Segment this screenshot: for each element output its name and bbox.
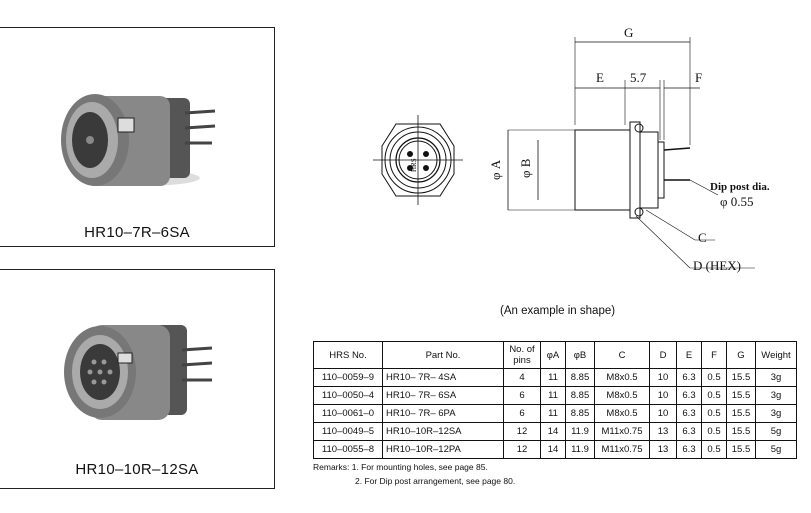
col-header: Part No. bbox=[382, 341, 504, 369]
col-header: G bbox=[726, 341, 756, 369]
table-cell: 8.85 bbox=[565, 368, 595, 387]
dim-a-label: φ A bbox=[488, 159, 503, 180]
table-cell: 110–0061–0 bbox=[313, 404, 383, 423]
table-cell: 0.5 bbox=[701, 422, 727, 441]
table-cell: M8x0.5 bbox=[594, 368, 650, 387]
front-face-mark: HRS bbox=[410, 158, 418, 172]
table-cell: 110–0059–9 bbox=[313, 368, 383, 387]
col-header: F bbox=[701, 341, 727, 369]
table-cell: M8x0.5 bbox=[594, 404, 650, 423]
col-header: No. of pins bbox=[503, 341, 541, 369]
table-cell: HR10– 7R– 6SA bbox=[382, 386, 504, 405]
table-cell: 6.3 bbox=[676, 404, 702, 423]
table-cell: 8.85 bbox=[565, 386, 595, 405]
dim-57-label: 5.7 bbox=[630, 70, 647, 85]
side-view bbox=[574, 121, 691, 219]
dim-c-label: C bbox=[698, 230, 707, 245]
table-cell: 110–0055–8 bbox=[313, 440, 383, 459]
table-cell: 13 bbox=[649, 422, 677, 441]
table-cell: 11 bbox=[540, 404, 566, 423]
table-cell: 4 bbox=[503, 368, 541, 387]
dim-d-label: D (HEX) bbox=[693, 258, 741, 273]
table-cell: 0.5 bbox=[701, 368, 727, 387]
table-cell: HR10–10R–12PA bbox=[382, 440, 504, 459]
table-cell: 10 bbox=[649, 386, 677, 405]
table-cell: 0.5 bbox=[701, 386, 727, 405]
table-cell: 10 bbox=[649, 404, 677, 423]
table-cell: 12 bbox=[503, 422, 541, 441]
table-cell: 13 bbox=[649, 440, 677, 459]
dim-e-label: E bbox=[596, 70, 604, 85]
col-header: D bbox=[649, 341, 677, 369]
table-cell: 11 bbox=[540, 386, 566, 405]
spec-table: HRS No. Part No. No. of pins φA φB C D E… bbox=[313, 341, 797, 459]
table-cell: 12 bbox=[503, 440, 541, 459]
dip-post-label: Dip post dia. bbox=[710, 181, 770, 193]
col-header: C bbox=[594, 341, 650, 369]
table-cell: 15.5 bbox=[726, 368, 756, 387]
table-cell: HR10– 7R– 6PA bbox=[382, 404, 504, 423]
table-cell: 110–0050–4 bbox=[313, 386, 383, 405]
table-cell: 6.3 bbox=[676, 386, 702, 405]
remark-2: 2. For Dip post arrangement, see page 80… bbox=[355, 476, 516, 486]
product-caption-2: HR10–10R–12SA bbox=[75, 461, 199, 478]
table-cell: 11.9 bbox=[565, 422, 595, 441]
table-cell: 11 bbox=[540, 368, 566, 387]
product-caption-1: HR10–7R–6SA bbox=[84, 224, 190, 241]
dim-b-label: φ B bbox=[518, 158, 533, 178]
table-cell: 15.5 bbox=[726, 422, 756, 441]
table-cell: M8x0.5 bbox=[594, 386, 650, 405]
table-cell: 10 bbox=[649, 368, 677, 387]
col-header: Weight bbox=[755, 341, 797, 369]
dim-f-label: F bbox=[695, 70, 702, 85]
table-cell: 6.3 bbox=[676, 422, 702, 441]
table-cell: 15.5 bbox=[726, 440, 756, 459]
col-header: E bbox=[676, 341, 702, 369]
table-cell: 14 bbox=[540, 422, 566, 441]
dim-g-label: G bbox=[624, 25, 633, 40]
table-header-row: HRS No. Part No. No. of pins φA φB C D E… bbox=[313, 341, 797, 369]
table-cell: 8.85 bbox=[565, 404, 595, 423]
table-cell: 5g bbox=[755, 422, 797, 441]
table-cell: 6 bbox=[503, 404, 541, 423]
table-cell: 0.5 bbox=[701, 440, 727, 459]
table-cell: 5g bbox=[755, 440, 797, 459]
table-cell: 15.5 bbox=[726, 386, 756, 405]
table-cell: 6 bbox=[503, 386, 541, 405]
table-cell: HR10–10R–12SA bbox=[382, 422, 504, 441]
table-cell: M11x0.75 bbox=[594, 422, 650, 441]
connector-7r-illustration bbox=[61, 94, 216, 186]
table-cell: 3g bbox=[755, 368, 797, 387]
table-cell: 15.5 bbox=[726, 404, 756, 423]
table-cell: 6.3 bbox=[676, 440, 702, 459]
connector-10r-illustration bbox=[64, 325, 213, 420]
table-cell: 0.5 bbox=[701, 404, 727, 423]
table-cell: 110–0049–5 bbox=[313, 422, 383, 441]
table-cell: 14 bbox=[540, 440, 566, 459]
example-caption: (An example in shape) bbox=[500, 305, 616, 317]
table-cell: M11x0.75 bbox=[594, 440, 650, 459]
product-photo-box-1: HR10–7R–6SA bbox=[0, 27, 275, 247]
remark-1: Remarks: 1. For mounting holes, see page… bbox=[313, 462, 488, 472]
col-header: φB bbox=[565, 341, 595, 369]
technical-drawing: HRS G E 5.7 F φ A φ B Dip post dia. φ 0.… bbox=[373, 25, 770, 273]
col-header: HRS No. bbox=[313, 341, 383, 369]
front-view: HRS bbox=[373, 115, 463, 205]
table-cell: 11.9 bbox=[565, 440, 595, 459]
table-cell: HR10– 7R– 4SA bbox=[382, 368, 504, 387]
table-cell: 3g bbox=[755, 404, 797, 423]
dip-post-value: φ 0.55 bbox=[720, 194, 754, 209]
table-cell: 3g bbox=[755, 386, 797, 405]
col-header: φA bbox=[540, 341, 566, 369]
product-photo-box-2: HR10–10R–12SA bbox=[0, 269, 275, 489]
table-cell: 6.3 bbox=[676, 368, 702, 387]
